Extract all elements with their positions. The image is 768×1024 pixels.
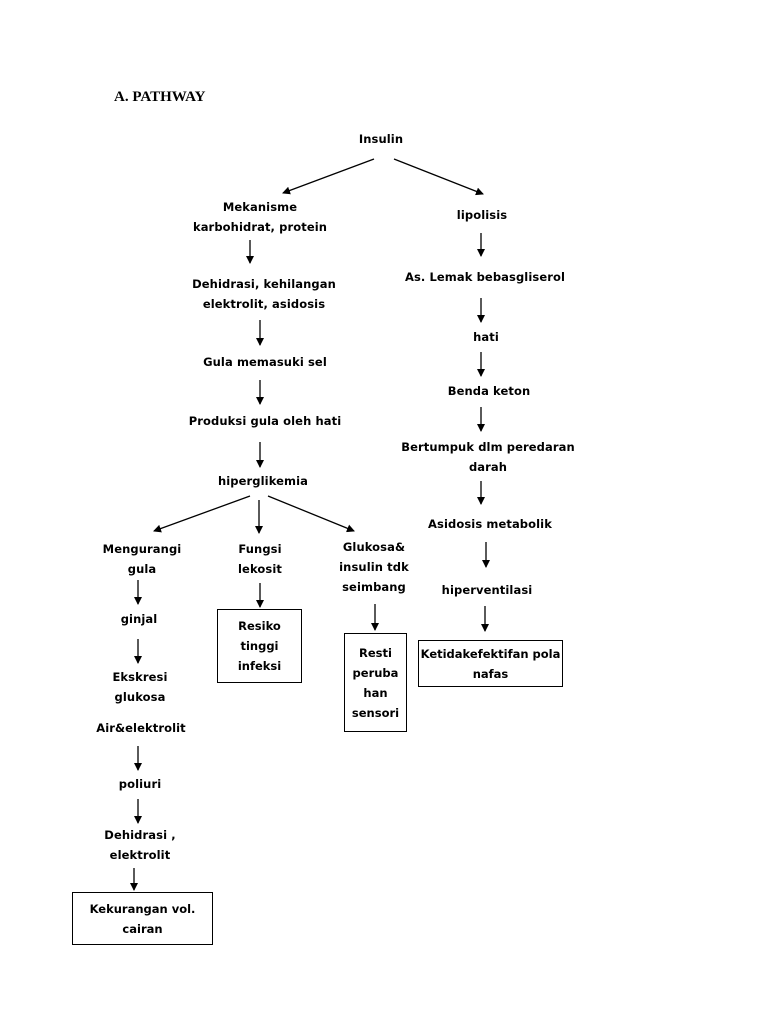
node-mekanisme: Mekanisme karbohidrat, protein [192, 200, 328, 234]
node-dehidrasi-elektrolit: Dehidrasi , elektrolit [104, 828, 176, 862]
node-lipolisis: lipolisis [456, 208, 508, 222]
arrow-hiperglikemia-glukosa [267, 495, 355, 533]
box-resiko-tinggi-infeksi: Resiko tinggi infeksi [217, 609, 302, 683]
node-mengurangi-gula: Mengurangi gula [102, 542, 182, 576]
arrow-insulin-mekanisme [282, 158, 375, 195]
node-asidosis-metabolik: Asidosis metabolik [428, 517, 552, 531]
node-dehidrasi-kehilangan: Dehidrasi, kehilangan elektrolit, asidos… [192, 277, 336, 311]
box-ketidakefektifan-pola-nafas: Ketidakefektifan pola nafas [418, 640, 563, 687]
node-air-elektrolit: Air&elektrolit [96, 721, 186, 735]
node-ekskresi-glukosa: Ekskresi glukosa [112, 670, 168, 704]
node-insulin: Insulin [358, 132, 404, 146]
page-heading: A. PATHWAY [114, 89, 206, 105]
node-fungsi-lekosit: Fungsi lekosit [238, 542, 282, 576]
node-poliuri: poliuri [118, 777, 162, 791]
node-hiperglikemia: hiperglikemia [217, 474, 309, 488]
node-benda-keton: Benda keton [447, 384, 531, 398]
node-as-lemak: As. Lemak bebasgliserol [404, 270, 566, 284]
arrow-insulin-lipolisis [393, 158, 484, 196]
node-hiperventilasi: hiperventilasi [441, 583, 533, 597]
arrow-hiperglikemia-mengurangi [153, 495, 251, 533]
node-gula-memasuki-sel: Gula memasuki sel [203, 355, 327, 369]
box-resti-perubahan-sensori: Resti peruba han sensori [344, 633, 407, 732]
node-produksi-gula: Produksi gula oleh hati [188, 414, 342, 428]
box-kekurangan-vol-cairan: Kekurangan vol. cairan [72, 892, 213, 945]
node-ginjal: ginjal [120, 612, 158, 626]
node-bertumpuk: Bertumpuk dlm peredaran darah [401, 440, 575, 474]
node-glukosa-insulin: Glukosa& insulin tdk seimbang [339, 540, 409, 594]
node-hati: hati [473, 330, 499, 344]
